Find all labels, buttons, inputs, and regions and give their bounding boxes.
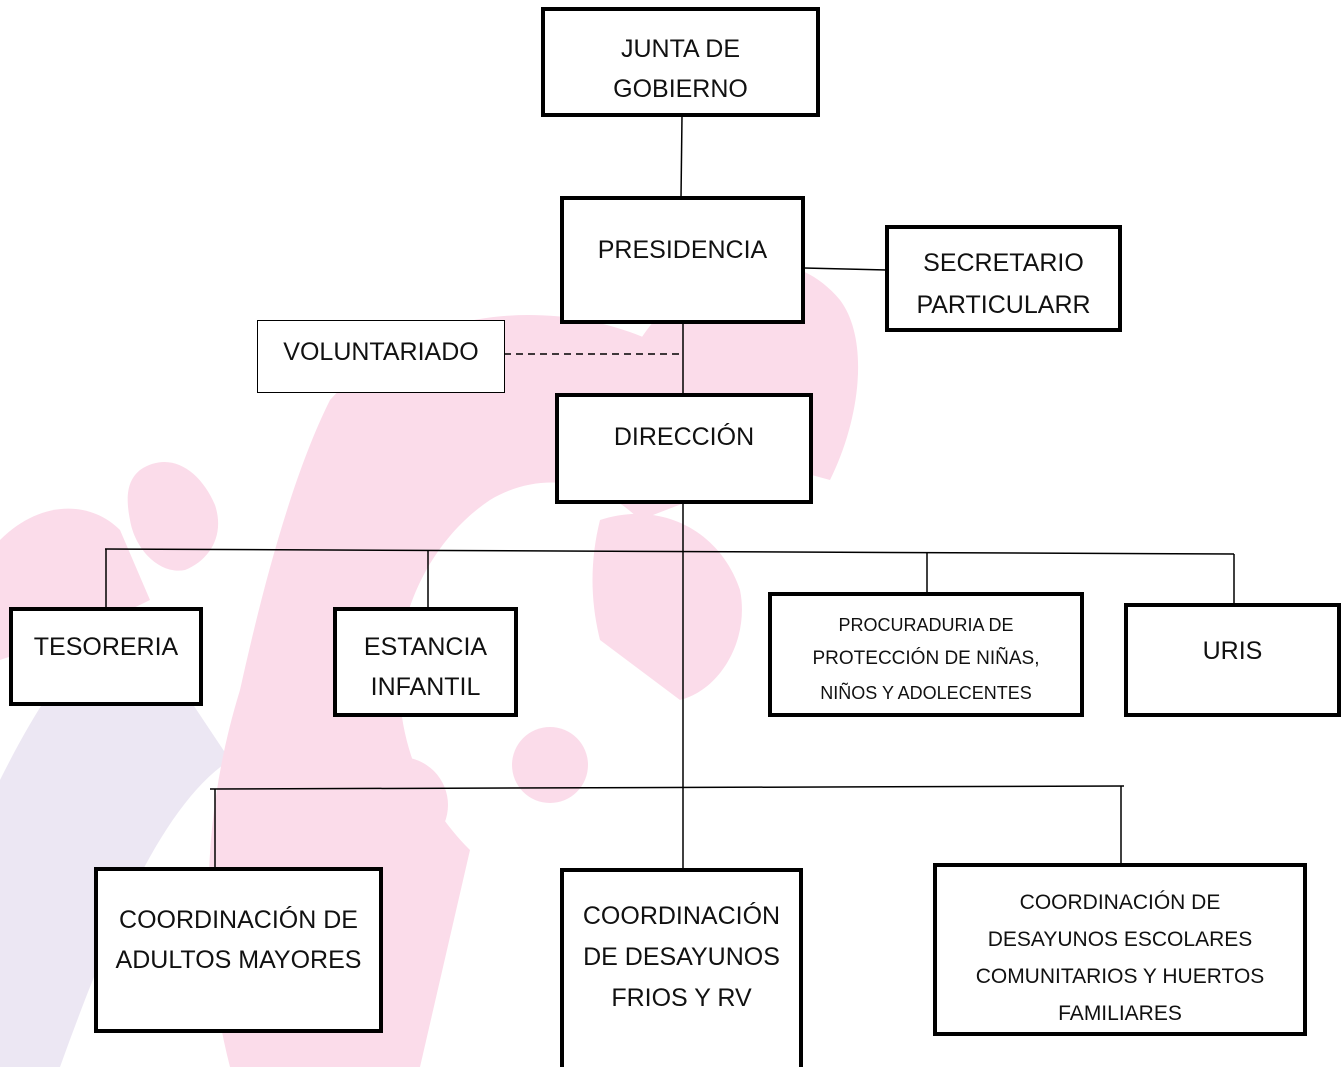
line-lower-bus bbox=[209, 785, 1125, 790]
junta-line2: GOBIERNO bbox=[613, 75, 748, 103]
direccion-label: DIRECCIÓN bbox=[613, 423, 755, 451]
secretario-line1: SECRETARIO bbox=[923, 249, 1084, 277]
desayunos-frios-box: COORDINACIÓN DE DESAYUNOS FRIOS Y RV bbox=[560, 868, 803, 1067]
desayunos-frios-line1: COORDINACIÓN bbox=[582, 902, 781, 930]
adultos-mayores-box: COORDINACIÓN DE ADULTOS MAYORES bbox=[94, 867, 383, 1033]
desayunos-escolares-line1: COORDINACIÓN DE bbox=[1019, 891, 1221, 914]
adultos-line1: COORDINACIÓN DE bbox=[119, 906, 358, 934]
tesoreria-label: TESORERIA bbox=[33, 633, 179, 661]
secretario-line2: PARTICULARR bbox=[916, 291, 1091, 319]
junta-de-gobierno-box: JUNTA DE GOBIERNO bbox=[541, 7, 820, 117]
desayunos-escolares-line4: FAMILIARES bbox=[1058, 1002, 1182, 1025]
desayunos-escolares-line3: COMUNITARIOS Y HUERTOS bbox=[975, 965, 1265, 988]
watermark-lavender-shape bbox=[0, 610, 230, 1067]
line-upper-bus bbox=[104, 548, 1235, 555]
tesoreria-box: TESORERIA bbox=[9, 607, 203, 706]
line-junta-presidencia bbox=[680, 115, 683, 199]
voluntariado-box: VOLUNTARIADO bbox=[257, 320, 505, 393]
presidencia-box: PRESIDENCIA bbox=[560, 196, 805, 324]
estancia-line2: INFANTIL bbox=[370, 673, 481, 701]
desayunos-frios-line3: FRIOS Y RV bbox=[611, 984, 752, 1012]
estancia-line1: ESTANCIA bbox=[363, 633, 488, 661]
desayunos-escolares-line2: DESAYUNOS ESCOLARES bbox=[987, 928, 1253, 951]
desayunos-frios-line2: DE DESAYUNOS bbox=[583, 943, 780, 971]
procuraduria-box: PROCURADURIA DE PROTECCIÓN DE NIÑAS, NIÑ… bbox=[768, 592, 1084, 717]
voluntariado-label: VOLUNTARIADO bbox=[283, 338, 479, 366]
procuraduria-line3: NIÑOS Y ADOLECENTES bbox=[820, 683, 1032, 703]
estancia-infantil-box: ESTANCIA INFANTIL bbox=[333, 607, 518, 717]
presidencia-label: PRESIDENCIA bbox=[597, 236, 768, 264]
junta-line1: JUNTA DE bbox=[621, 35, 740, 63]
line-presidencia-secretario bbox=[803, 267, 888, 271]
procuraduria-line2: PROTECCIÓN DE NIÑAS, bbox=[812, 648, 1040, 669]
direccion-box: DIRECCIÓN bbox=[555, 393, 813, 504]
adultos-line2: ADULTOS MAYORES bbox=[115, 946, 362, 974]
procuraduria-line1: PROCURADURIA DE bbox=[838, 615, 1014, 635]
uris-label: URIS bbox=[1202, 637, 1263, 665]
secretario-particular-box: SECRETARIO PARTICULARR bbox=[885, 225, 1122, 332]
desayunos-escolares-box: COORDINACIÓN DE DESAYUNOS ESCOLARES COMU… bbox=[933, 863, 1307, 1036]
uris-box: URIS bbox=[1124, 603, 1341, 717]
